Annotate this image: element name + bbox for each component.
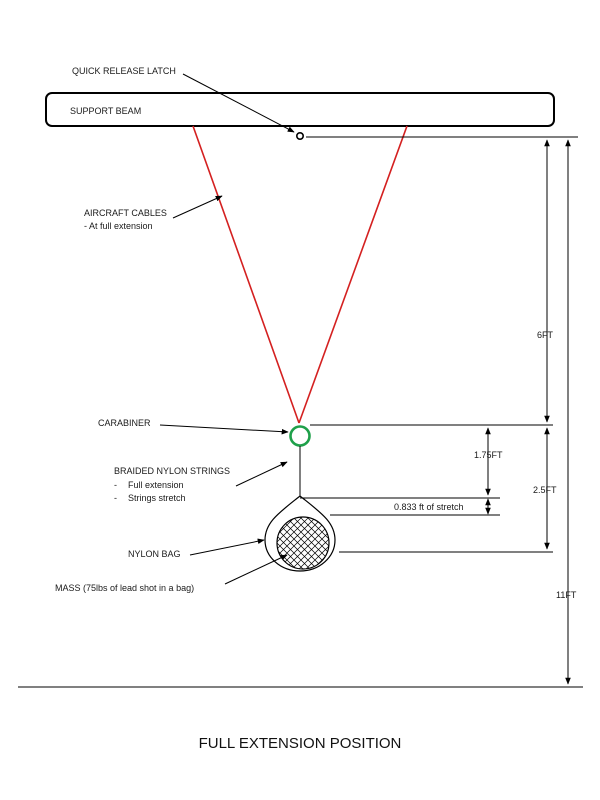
carabiner-label: CARABINER — [98, 418, 151, 428]
dim-175ft-label: 1.75FT — [474, 450, 503, 460]
quick-release-latch-leader — [182, 73, 295, 133]
mass-label: MASS (75lbs of lead shot in a bag) — [55, 583, 194, 593]
aircraft-cables-note: - At full extension — [84, 221, 153, 231]
dim-stretch-label: 0.833 ft of stretch — [394, 502, 464, 512]
carabiner — [289, 425, 311, 447]
carabiner-leader — [159, 424, 289, 435]
dim-25ft-label: 2.5FT — [533, 485, 557, 495]
dim-11ft-label: 11FT — [556, 590, 577, 600]
mass-leader — [224, 554, 288, 585]
strings-bullet-dash-2: - — [114, 493, 117, 503]
aircraft-cables-label: AIRCRAFT CABLES — [84, 208, 167, 218]
nylon-bag-leader — [189, 538, 265, 556]
nylon-bag-label: NYLON BAG — [128, 549, 181, 559]
lead-shot-mass — [276, 516, 330, 570]
dim-6ft-label: 6FT — [537, 330, 554, 340]
cable-left — [192, 125, 300, 424]
quick-release-latch — [295, 132, 304, 141]
aircraft-cables-leader — [172, 195, 223, 219]
quick-release-latch-label: QUICK RELEASE LATCH — [72, 66, 176, 76]
strings-bullet-dash-1: - — [114, 480, 117, 490]
strings-bullet-2: Strings stretch — [128, 493, 186, 503]
strings-bullet-1: Full extension — [128, 480, 184, 490]
cable-right — [298, 125, 408, 424]
diagram-caption: FULL EXTENSION POSITION — [199, 735, 402, 752]
nylon-strings-leader — [235, 461, 288, 487]
support-beam-label: SUPPORT BEAM — [70, 106, 141, 116]
braided-nylon-strings-label: BRAIDED NYLON STRINGS — [114, 466, 230, 476]
support-beam — [45, 92, 555, 127]
